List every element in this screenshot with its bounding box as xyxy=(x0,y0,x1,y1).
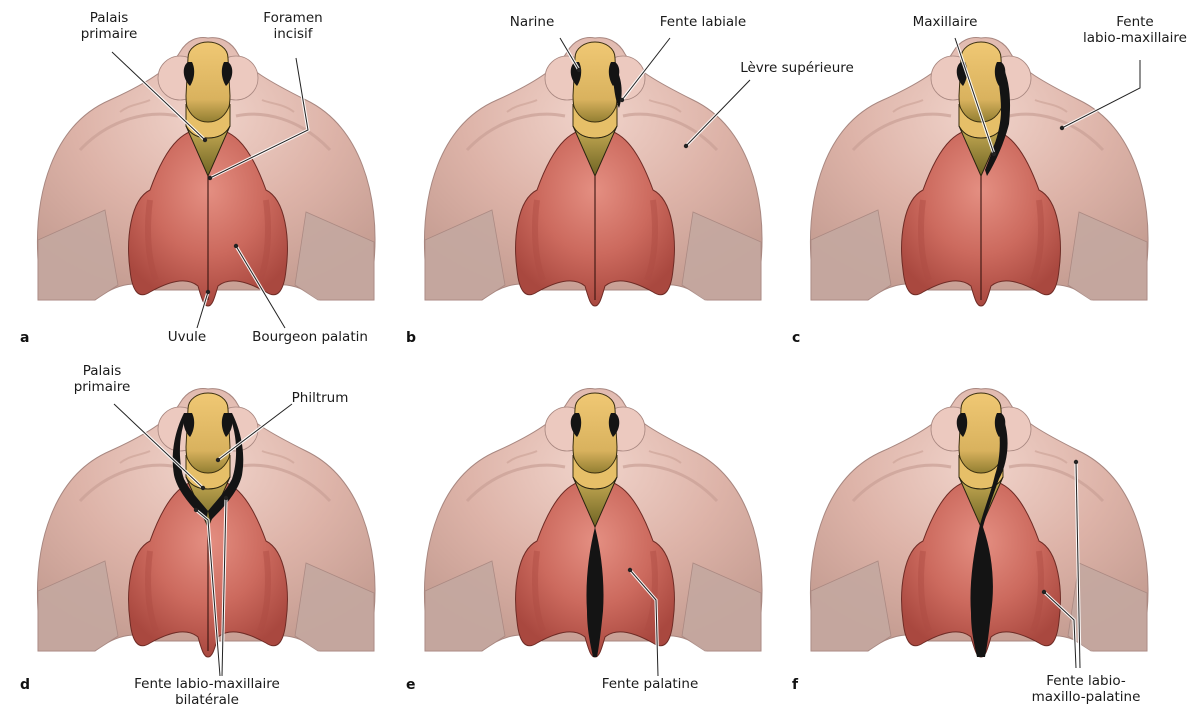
leader-levre-superieure-b-dot xyxy=(684,144,688,148)
leader-maxillaire-c-dot xyxy=(992,152,996,156)
leader-uvule-a-dot xyxy=(206,290,210,294)
primary-palate-upper xyxy=(186,42,230,124)
panel-letter-b: b xyxy=(406,330,416,346)
label-fente-labiale-b: Fente labiale xyxy=(660,14,746,30)
leader-fente-palatine-e-dot xyxy=(628,568,632,572)
panel-c xyxy=(810,38,1148,306)
primary-palate-upper xyxy=(959,393,1003,475)
primary-palate-upper xyxy=(573,393,617,475)
leader-foramen-incisif-a-dot xyxy=(208,176,212,180)
leader-bourgeon-palatin-a-dot xyxy=(234,244,238,248)
panel-d xyxy=(37,389,375,657)
panel-letter-e: e xyxy=(406,677,416,693)
leader-philtrum-d-dot xyxy=(216,458,220,462)
panel-letter-c: c xyxy=(792,330,800,346)
label-levre-superieure-b: Lèvre supérieure xyxy=(740,60,854,76)
panel-a xyxy=(37,38,375,306)
panel-e xyxy=(424,389,762,657)
primary-palate-upper xyxy=(573,42,617,124)
label-bourgeon-palatin-a: Bourgeon palatin xyxy=(252,329,368,345)
leader-fente-lmp-f-1-dot xyxy=(1074,460,1078,464)
leader-palais-primaire-d-dot xyxy=(201,486,205,490)
panel-letter-f: f xyxy=(792,677,799,693)
label-narine-b: Narine xyxy=(510,14,555,30)
leader-fente-labiale-b-dot xyxy=(620,98,624,102)
panel-b xyxy=(424,38,762,306)
label-philtrum-d: Philtrum xyxy=(292,390,349,406)
panel-f xyxy=(810,389,1148,657)
panel-letter-a: a xyxy=(20,330,29,346)
panel-letter-d: d xyxy=(20,677,30,693)
label-uvule-a: Uvule xyxy=(168,329,206,345)
leader-fente-bilaterale-d-2-dot xyxy=(194,508,198,512)
leader-narine-b-dot xyxy=(577,68,581,72)
leader-fente-bilaterale-d-1-dot xyxy=(224,496,228,500)
label-fente-palatine-e: Fente palatine xyxy=(602,676,699,692)
leader-fente-lmp-f-2-dot xyxy=(1042,590,1046,594)
primary-palate-upper xyxy=(186,393,230,475)
leader-palais-primaire-a-dot xyxy=(203,138,207,142)
leader-fente-labio-maxillaire-c-dot xyxy=(1060,126,1064,130)
label-fente-labio-maxillo-palatine-f: Fente labio-maxillo-palatine xyxy=(1032,673,1141,705)
label-maxillaire-c: Maxillaire xyxy=(913,14,978,30)
